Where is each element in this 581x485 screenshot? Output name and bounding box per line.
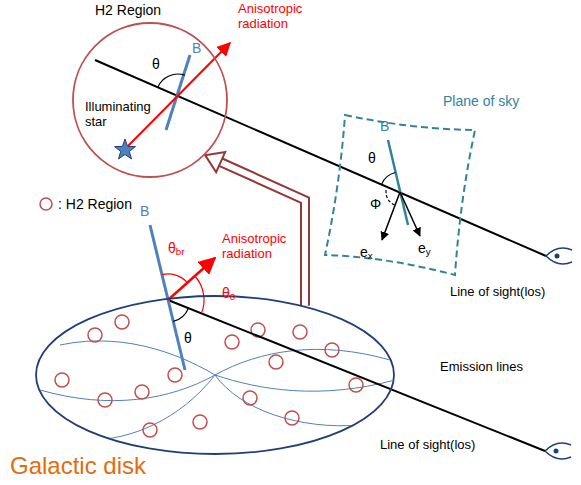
region-circle: H2 RegionIlluminating star — [72, 22, 228, 178]
eye-symbol — [545, 443, 571, 459]
symbol-label: ex — [360, 244, 373, 261]
arrow-head — [205, 152, 225, 172]
h2-region-dot — [225, 335, 239, 349]
symbol-label: θ — [184, 330, 192, 346]
h2-region-dot — [143, 423, 157, 437]
spiral-arm — [90, 375, 215, 440]
angle-arc — [173, 308, 188, 321]
node-text: Illuminating star — [85, 100, 165, 130]
galactic-disk: Galactic disk — [35, 295, 395, 455]
node-title: Plane of sky — [443, 93, 519, 109]
legend-symbol — [40, 198, 52, 210]
h2-region-dot — [98, 393, 112, 407]
h2-region-dot — [285, 411, 299, 425]
legend-swatch — [38, 196, 54, 212]
h2-region-dot — [349, 378, 363, 392]
hollow-arrow — [205, 152, 305, 306]
symbol-text: e — [360, 244, 368, 260]
radiation-arrow — [168, 258, 215, 300]
h2-region-dot — [293, 325, 307, 339]
symbol-label: B — [140, 203, 149, 219]
star-symbol — [115, 139, 136, 159]
symbol-label: θ — [368, 150, 376, 166]
spiral-arm — [40, 375, 215, 401]
symbol-label: Φ — [370, 196, 381, 212]
symbol-label: B — [380, 118, 389, 134]
symbol-label: B — [192, 40, 201, 56]
node-border — [325, 115, 475, 275]
magnetic-field-line — [388, 140, 408, 225]
symbol-label: θ0 — [222, 285, 235, 302]
h2-region-dot — [135, 385, 149, 399]
node-title: Galactic disk — [10, 452, 146, 480]
legend-entry: : H2 Region — [38, 196, 132, 212]
angle-arc — [158, 74, 185, 87]
angle-arc — [162, 274, 188, 283]
subscript-text: x — [368, 250, 373, 261]
text-label: Emission lines — [440, 360, 523, 375]
spiral-arms — [40, 341, 395, 440]
eye-symbol — [546, 248, 572, 264]
symbol-text: θ — [222, 285, 230, 301]
connector-inner — [218, 161, 305, 306]
h2-region-dot — [115, 315, 129, 329]
angle-arc — [195, 276, 204, 313]
subscript-text: y — [426, 246, 431, 257]
eye-symbol — [554, 449, 559, 454]
h2-regions — [55, 315, 363, 437]
h2-region-dot — [55, 373, 69, 387]
h2-region-dot — [243, 391, 257, 405]
axis-arrow — [382, 192, 400, 240]
spiral-arm — [215, 375, 360, 426]
legend-text: : H2 Region — [58, 196, 132, 212]
node-outline — [35, 295, 395, 455]
node-border — [36, 296, 394, 454]
line-of-sight — [168, 300, 545, 451]
text-label: Line of sight(los) — [380, 438, 475, 453]
node-outline — [325, 115, 475, 275]
h2-region-dot — [88, 328, 102, 342]
sky-plane: Plane of sky — [325, 115, 475, 275]
node-title: H2 Region — [95, 2, 161, 18]
text-label: Line of sight(los) — [450, 285, 545, 300]
node-border — [73, 23, 227, 177]
symbol-label: θbr — [168, 240, 185, 257]
eye-symbol — [555, 254, 560, 259]
magnetic-field-line — [166, 55, 190, 130]
spiral-arm — [60, 341, 215, 375]
h2-region-dot — [325, 343, 339, 357]
connector — [218, 161, 305, 306]
angle-arc — [382, 173, 396, 185]
text-label: Anisotropic radiation — [238, 2, 318, 32]
h2-region-dot — [193, 415, 207, 429]
subscript-text: br — [176, 246, 185, 257]
symbol-label: ey — [418, 240, 431, 257]
axis-arrow — [400, 192, 420, 236]
symbol-text: e — [418, 240, 426, 256]
line-of-sight — [95, 60, 546, 256]
h2-region-dot — [269, 355, 283, 369]
spiral-arm — [215, 375, 395, 391]
symbol-label: θ — [152, 56, 160, 72]
text-label: Anisotropic radiation — [222, 232, 302, 262]
angle-arc — [386, 189, 394, 205]
symbol-text: θ — [168, 240, 176, 256]
h2-region-dot — [168, 368, 182, 382]
subscript-text: 0 — [230, 291, 235, 302]
